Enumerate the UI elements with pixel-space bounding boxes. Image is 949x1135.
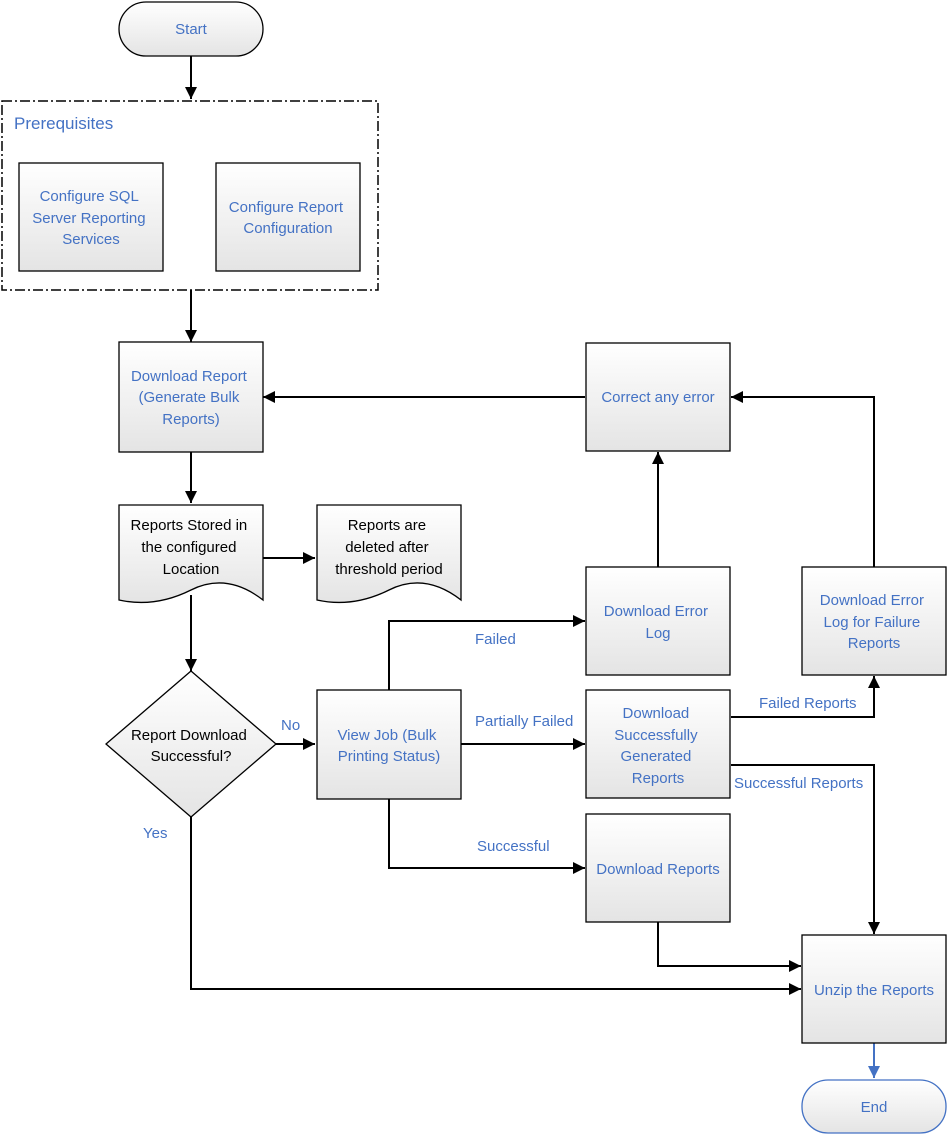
decision-node: Report Download Successful? [105,670,277,818]
configure-ssrs-label: Configure SQL Server Reporting Services [32,188,150,248]
edge-decision-yes [190,817,801,995]
decision-label: Report Download Successful? [131,727,251,765]
start-label: Start [175,21,208,38]
download-reports-label: Download Reports [596,861,719,878]
edge-label-successful-reports: Successful Reports [734,775,863,792]
view-job-node: View Job (Bulk Printing Status) [316,689,462,800]
edge-label-no: No [281,717,300,734]
edge-failed-reports [731,676,880,718]
start-node: Start [118,1,264,57]
edge-label-partially-failed: Partially Failed [475,713,573,730]
edge-label-failed-reports: Failed Reports [759,695,857,712]
reports-stored-label: Reports Stored in the configured Locatio… [131,517,252,578]
download-error-log-node: Download Error Log [585,566,731,676]
edge-downloadreports-to-unzip [657,922,801,972]
download-successfully-generated-label: Download Successfully Generated Reports [614,705,702,787]
edges [185,56,880,1078]
reports-deleted-node: Reports are deleted after threshold peri… [316,504,462,604]
edge-label-successful: Successful [477,838,550,855]
correct-error-node: Correct any error [585,342,731,452]
edge-label-yes: Yes [143,825,167,842]
edge-label-failed: Failed [475,631,516,648]
download-report-node: Download Report (Generate Bulk Reports) [118,341,264,453]
configure-report-config-label: Configure Report Configuration [229,199,347,237]
prerequisites-title: Prerequisites [14,114,113,133]
correct-error-label: Correct any error [601,389,714,406]
edge-failurelog-to-correct [731,391,875,567]
unzip-reports-label: Unzip the Reports [814,982,934,999]
reports-deleted-label: Reports are deleted after threshold peri… [335,517,443,578]
prerequisites-container: Prerequisites [1,100,379,291]
download-report-label: Download Report (Generate Bulk Reports) [131,368,251,428]
edge-failed [388,615,585,690]
view-job-label: View Job (Bulk Printing Status) [337,727,440,765]
unzip-reports-node: Unzip the Reports [801,934,947,1044]
download-successfully-generated-node: Download Successfully Generated Reports [585,689,731,799]
edge-successful [388,799,585,874]
download-error-log-failure-label: Download Error Log for Failure Reports [820,592,928,652]
download-error-log-label: Download Error Log [604,603,712,642]
download-reports-node: Download Reports [585,813,731,923]
configure-ssrs-node: Configure SQL Server Reporting Services [18,162,164,272]
end-label: End [861,1099,888,1116]
download-error-log-failure-node: Download Error Log for Failure Reports [801,566,947,676]
end-node: End [801,1079,947,1134]
configure-report-config-node: Configure Report Configuration [215,162,361,272]
edge-successful-reports [731,764,880,934]
reports-stored-node: Reports Stored in the configured Locatio… [118,504,264,604]
